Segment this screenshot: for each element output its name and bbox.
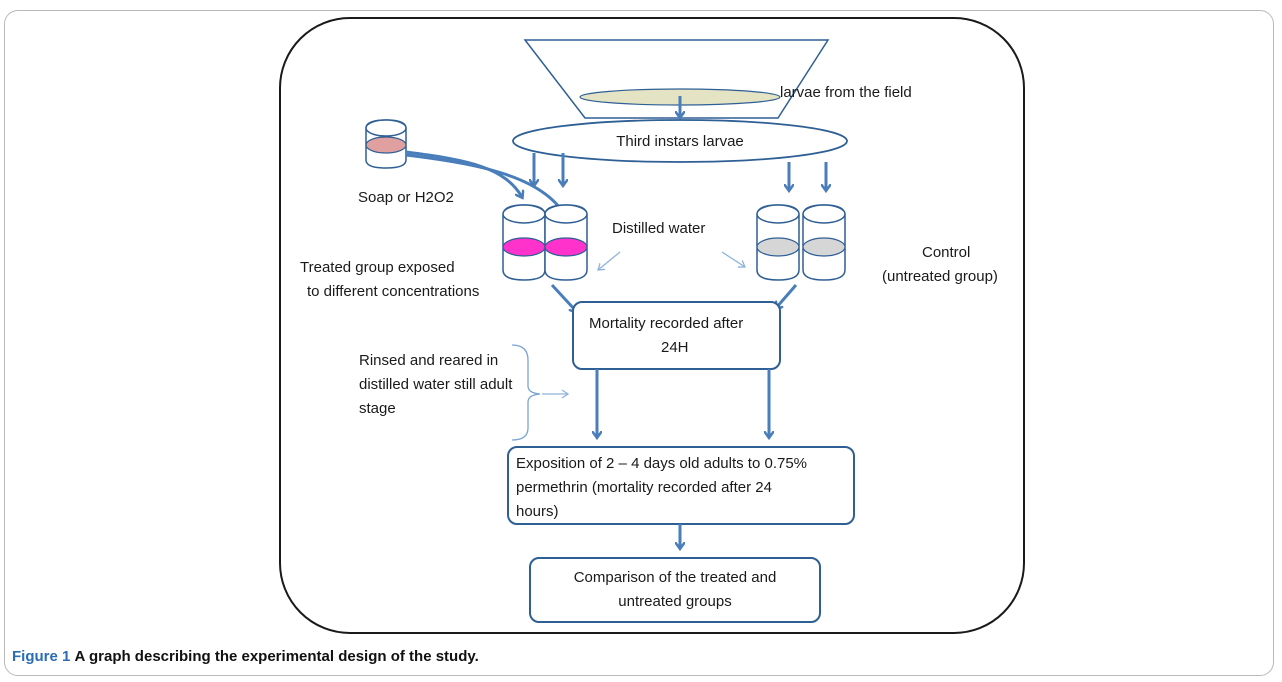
label-treated-group-1: Treated group exposed: [300, 259, 455, 276]
label-control-2: (untreated group): [882, 268, 998, 285]
control-cup-1-icon: [756, 204, 800, 281]
caption-text: A graph describing the experimental desi…: [74, 648, 479, 665]
comparison-box: [529, 557, 821, 623]
arrow-distilled-to-control: [721, 251, 745, 267]
label-third-instars: Third instars larvae: [616, 133, 744, 150]
label-rinsed-3: stage: [359, 400, 396, 417]
label-control-1: Control: [922, 244, 970, 261]
arrow-distilled-to-treated: [598, 251, 621, 270]
label-rinsed-2: distilled water still adult: [359, 376, 513, 393]
control-cup-2-icon: [802, 204, 846, 281]
treated-cup-1-icon: [502, 204, 546, 281]
exposition-text-2: permethrin (mortality recorded after 24: [516, 479, 772, 496]
arrow-control-to-mortality: [776, 284, 798, 308]
mortality-text-2: 24H: [661, 339, 689, 356]
label-soap-h2o2: Soap or H2O2: [358, 189, 454, 206]
label-distilled-water: Distilled water: [612, 220, 705, 237]
mortality-text-1: Mortality recorded after: [589, 315, 743, 332]
exposition-text-1: Exposition of 2 – 4 days old adults to 0…: [516, 455, 807, 472]
figure-frame: [4, 10, 1274, 676]
comparison-text-1: Comparison of the treated and: [574, 569, 777, 586]
brace-rinsed: [511, 344, 541, 441]
caption-figure-number: Figure 1: [12, 648, 71, 665]
treated-cup-2-icon: [544, 204, 588, 281]
figure-caption: Figure 1 A graph describing the experime…: [12, 648, 479, 665]
soap-cup-icon: [365, 119, 407, 169]
label-treated-group-2: to different concentrations: [307, 283, 479, 300]
diagram-container: [279, 17, 1025, 634]
field-tray-icon: [523, 39, 830, 119]
label-rinsed-1: Rinsed and reared in: [359, 352, 498, 369]
arrow-treated-to-mortality: [550, 283, 576, 311]
comparison-text-2: untreated groups: [618, 593, 731, 610]
third-instars-ellipse: [512, 119, 848, 163]
exposition-text-3: hours): [516, 503, 559, 520]
mortality-box: [572, 301, 781, 370]
label-field-larvae: larvae from the field: [780, 84, 912, 101]
